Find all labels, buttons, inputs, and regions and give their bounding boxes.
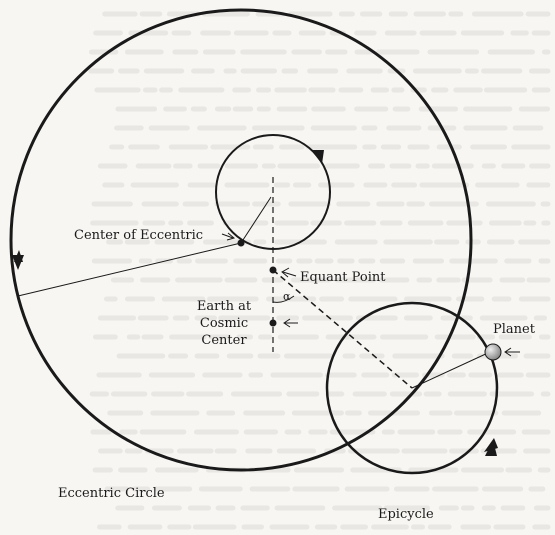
eccentric-circle: [9, 8, 473, 472]
label-epicycle: Epicycle: [378, 507, 434, 522]
equant-point: [269, 266, 277, 274]
pointer-arrows: [221, 232, 520, 357]
label-center-of-eccentric: Center of Eccentric: [74, 228, 203, 243]
label-planet: Planet: [493, 322, 536, 337]
epicycle-arrow-head: [485, 440, 497, 456]
label-earth-line2: Cosmic: [200, 316, 248, 331]
small-circle-arrow: [311, 150, 324, 164]
label-equant-point: Equant Point: [300, 270, 386, 285]
alpha-angle-arc: [272, 295, 295, 303]
small-radius-line: [240, 196, 272, 244]
epicycle-radius-line: [411, 351, 491, 389]
eccentric-radius-line: [17, 242, 242, 297]
label-alpha: α: [283, 290, 291, 303]
eccentric-arrow-head: [12, 255, 24, 270]
epicycle-circle: [325, 301, 499, 475]
planet-point: [484, 343, 502, 361]
label-earth-line3: Center: [201, 333, 247, 348]
center-of-eccentric-point: [237, 239, 245, 247]
label-earth-line1: Earth at: [197, 299, 252, 314]
earth-point: [269, 319, 277, 327]
label-eccentric-circle: Eccentric Circle: [58, 486, 165, 501]
equant-dashed-line: [272, 269, 413, 389]
